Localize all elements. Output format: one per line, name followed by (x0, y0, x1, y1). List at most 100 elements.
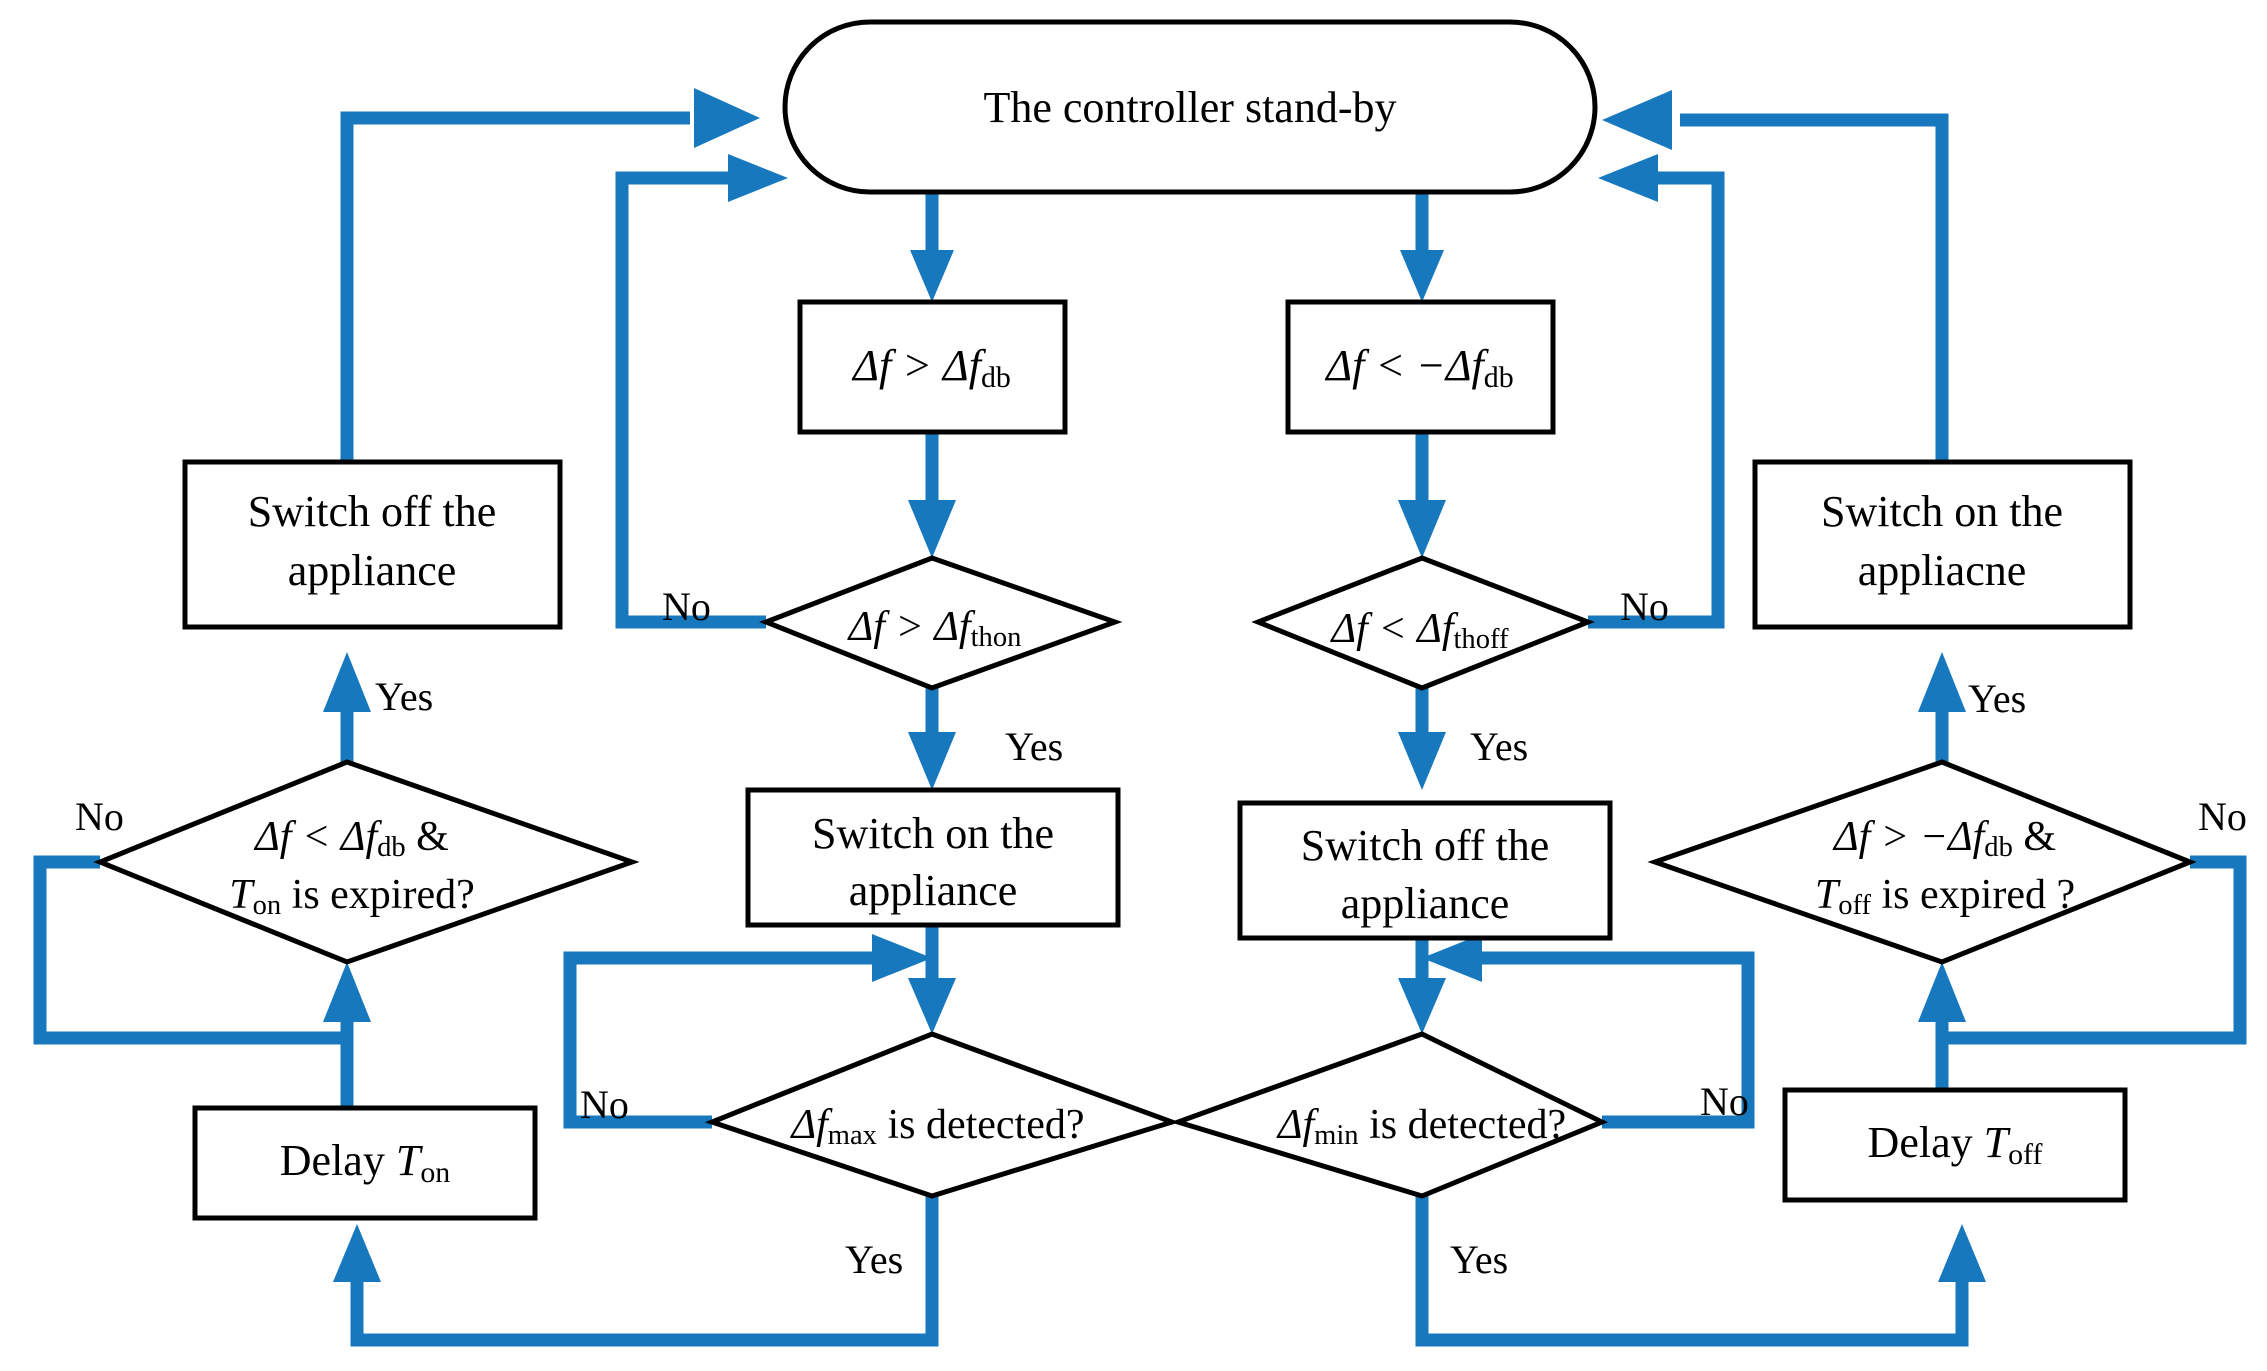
node-switch-on-mid[interactable]: Switch on the appliance (745, 787, 1121, 928)
dec-fmin-shape (1170, 1031, 1609, 1199)
label-no-fmin: No (1700, 1079, 1749, 1124)
dec-toff-line1: Δf > −Δfdb & (1832, 814, 2056, 863)
arrowhead-dec-thoff-no (1598, 154, 1658, 202)
switch-off-mid-shape (1237, 800, 1613, 941)
label-no-fmax: No (580, 1082, 629, 1127)
dec-thon-label: Δf > Δfthon (847, 604, 1022, 653)
node-dec-thoff[interactable]: Δf < Δfthoff (1251, 555, 1595, 691)
edge-dec-toff-no-loop (1942, 855, 2247, 1045)
switch-on-right-line1: Switch on the (1821, 487, 2063, 536)
dec-fmax-shape (704, 1031, 1180, 1199)
arrowhead-standby-cond-up (910, 250, 954, 302)
switch-on-right-shape (1752, 459, 2133, 630)
dec-ton-t-subscript: on (253, 890, 282, 921)
node-standby[interactable]: The controller stand-by (782, 19, 1598, 195)
switch-off-left-line1: Switch off the (248, 487, 497, 536)
dec-toff-expr: Δf > −Δf (1832, 814, 1990, 860)
dec-ton-expired: is expired? (281, 872, 475, 918)
dec-ton-shape (93, 759, 640, 965)
node-switch-off-mid[interactable]: Switch off the appliance (1237, 800, 1613, 941)
node-dec-thon[interactable]: Δf > Δfthon (759, 555, 1123, 691)
arrowhead-fmin-no (1422, 934, 1482, 982)
arrowhead-cond-down-dec-thoff (1398, 500, 1446, 558)
switch-off-left-shape (182, 459, 563, 630)
label-yes-thoff: Yes (1470, 724, 1528, 769)
delay-toff-t: T (1984, 1118, 2012, 1167)
dec-toff-line2: Toff is expired ? (1815, 872, 2075, 921)
label-no-toff: No (2198, 794, 2247, 839)
arrowhead-fmax-yes (333, 1224, 381, 1282)
standby-shape (782, 19, 1598, 195)
dec-thon-subscript: thon (971, 622, 1022, 653)
dec-ton-amp: & (406, 814, 449, 860)
standby-label: The controller stand-by (984, 83, 1397, 132)
label-yes-thon: Yes (1005, 724, 1063, 769)
arrowhead-standby-cond-down (1400, 250, 1444, 302)
dec-toff-shape (1647, 759, 2197, 965)
dec-fmin-detected: is detected? (1359, 1102, 1567, 1148)
switch-on-mid-line1: Switch on the (812, 809, 1054, 858)
dec-fmax-label: Δfmax is detected? (789, 1102, 1084, 1151)
arrowhead-fmax-no (872, 934, 932, 982)
node-cond-up[interactable]: Δf > Δfdb (797, 299, 1068, 435)
node-delay-toff[interactable]: Delay Toff (1782, 1087, 2128, 1203)
cond-down-expr: Δf < −Δf (1324, 341, 1489, 390)
label-no-thoff: No (1620, 584, 1669, 629)
arrowhead-dec-toff-yes (1918, 652, 1966, 712)
dec-thoff-subscript: thoff (1454, 624, 1509, 655)
label-yes-ton: Yes (375, 674, 433, 719)
edge-fmin-no-loop (1470, 951, 1755, 1129)
label-no-ton: No (75, 794, 124, 839)
dec-thoff-label: Δf < Δfthoff (1330, 606, 1509, 655)
dec-toff-t: T (1815, 872, 1841, 918)
arrowhead-switch-off-l-standby (694, 88, 760, 148)
node-delay-ton[interactable]: Delay Ton (192, 1105, 538, 1221)
node-dec-fmin[interactable]: Δfmin is detected? (1170, 1031, 1609, 1199)
delay-ton-shape (192, 1105, 538, 1221)
dec-fmin-subscript: min (1314, 1120, 1358, 1151)
label-yes-fmin: Yes (1450, 1237, 1508, 1282)
cond-up-subscript: db (981, 361, 1011, 394)
delay-ton-subscript: on (420, 1156, 450, 1189)
arrowhead-delay-toff-dec-toff (1918, 962, 1966, 1022)
edge-fmax-no-loop (563, 951, 880, 1129)
node-dec-fmax[interactable]: Δfmax is detected? (704, 1031, 1180, 1199)
cond-down-subscript: db (1484, 361, 1514, 394)
switch-off-mid-line2: appliance (1341, 879, 1510, 928)
edge-switch-off-l-to-standby (340, 111, 690, 462)
dec-thoff-expr: Δf < Δf (1330, 606, 1459, 652)
node-dec-toff[interactable]: Δf > −Δfdb & Toff is expired ? (1647, 759, 2197, 965)
node-cond-down[interactable]: Δf < −Δfdb (1285, 299, 1556, 435)
cond-up-label: Δf > Δfdb (851, 341, 1011, 394)
dec-toff-t-subscript: off (1838, 890, 1871, 921)
dec-ton-subscript: db (377, 832, 406, 863)
dec-toff-expired: is expired ? (1871, 872, 2075, 918)
switch-on-mid-shape (745, 787, 1121, 928)
arrowhead-dec-thon-no (728, 154, 788, 202)
node-switch-on-right[interactable]: Switch on the appliacne (1752, 459, 2133, 630)
dec-thon-shape (759, 555, 1123, 691)
dec-fmin-expr: Δf (1276, 1102, 1320, 1148)
delay-toff-label: Delay Toff (1868, 1118, 2043, 1171)
edge-label-group: No Yes No Yes No Yes No Yes No Yes No Ye… (75, 584, 2247, 1282)
edge-switch-on-r-to-standby (1680, 113, 1949, 462)
dec-thon-expr: Δf > Δf (847, 604, 976, 650)
dec-fmax-expr: Δf (789, 1102, 833, 1148)
arrowhead-cond-up-dec-thon (908, 500, 956, 558)
dec-fmax-detected: is detected? (877, 1102, 1085, 1148)
cond-down-shape (1285, 299, 1556, 435)
dec-thoff-shape (1251, 555, 1595, 691)
dec-ton-expr: Δf < Δf (253, 814, 382, 860)
dec-fmax-subscript: max (828, 1120, 877, 1151)
label-no-thon: No (662, 584, 711, 629)
delay-ton-label: Delay Ton (280, 1136, 451, 1189)
dec-ton-line1: Δf < Δfdb & (253, 814, 449, 863)
arrowhead-switch-on-r-standby (1602, 90, 1672, 150)
node-switch-off-left[interactable]: Switch off the appliance (182, 459, 563, 630)
switch-on-mid-line2: appliance (849, 866, 1018, 915)
flow-edges (33, 88, 2247, 1347)
dec-toff-subscript: db (1984, 832, 2013, 863)
node-dec-ton[interactable]: Δf < Δfdb & Ton is expired? (93, 759, 640, 965)
